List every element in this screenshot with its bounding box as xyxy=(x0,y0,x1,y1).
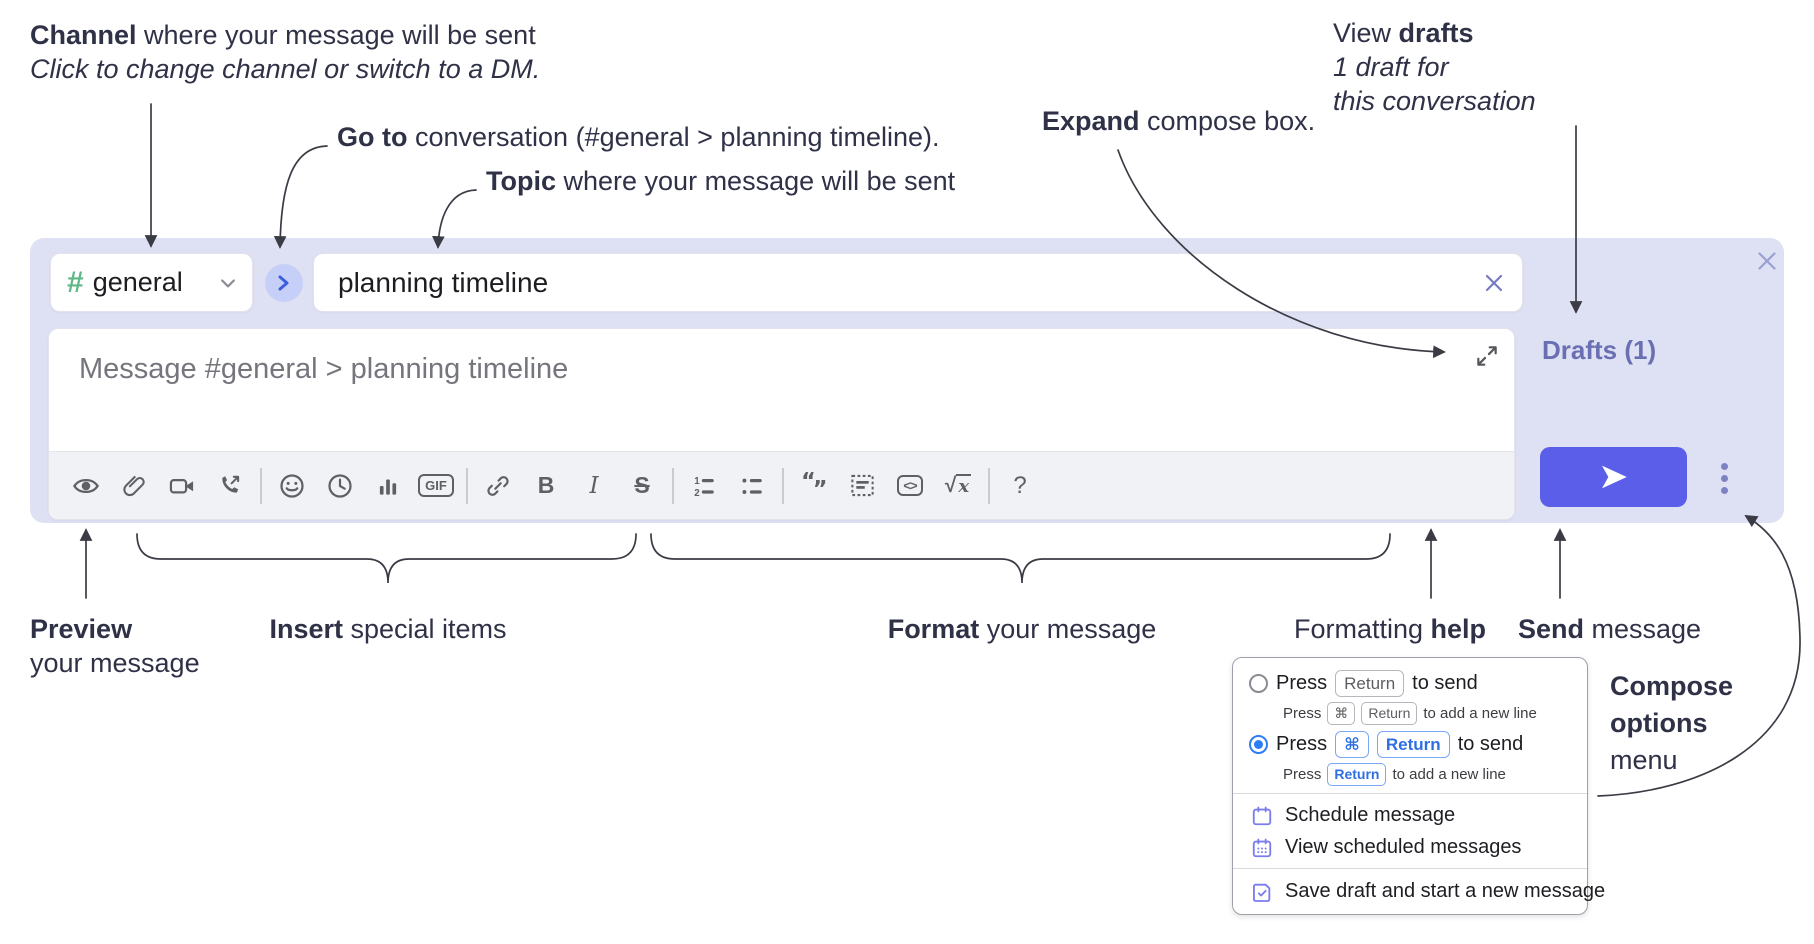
channel-name: general xyxy=(92,267,183,297)
topic-input[interactable] xyxy=(336,265,1482,300)
code-block-icon[interactable] xyxy=(838,462,886,510)
menu-item-save-draft[interactable]: Save draft and start a new message xyxy=(1251,880,1605,903)
gif-icon[interactable]: GIF xyxy=(412,462,460,510)
send-button[interactable] xyxy=(1540,447,1687,507)
annotation-send: Send message xyxy=(1518,614,1702,644)
compose-options-kebab-icon[interactable] xyxy=(1710,457,1738,499)
formula-icon[interactable]: √x xyxy=(944,473,972,497)
formatting-help-icon[interactable]: ? xyxy=(1013,471,1027,499)
italic-icon[interactable]: I xyxy=(589,472,599,499)
message-panel: GIF B I S 12 “” xyxy=(48,328,1515,520)
topic-field xyxy=(313,253,1523,312)
eye-icon[interactable] xyxy=(62,462,110,510)
video-camera-icon[interactable] xyxy=(158,462,206,510)
return-keycap: Return xyxy=(1327,763,1387,786)
paper-plane-icon xyxy=(1601,465,1627,489)
line-go-to xyxy=(273,145,328,249)
paperclip-icon[interactable] xyxy=(110,462,158,510)
annotation-go-to: Go to conversation (#general > planning … xyxy=(337,122,940,152)
toolbar-separator xyxy=(988,467,990,504)
annotation-preview: Preview your message xyxy=(30,614,200,678)
menu-divider xyxy=(1233,868,1587,869)
compose-box: # general xyxy=(30,238,1784,523)
menu-option-return-to-send[interactable]: Press Return to send xyxy=(1249,670,1478,697)
toolbar-separator xyxy=(466,467,468,504)
expand-compose-icon[interactable] xyxy=(1474,343,1500,369)
toolbar-separator xyxy=(260,467,262,504)
annotation-channel: Channel where your message will be sent … xyxy=(30,20,541,84)
message-input[interactable] xyxy=(49,329,1514,451)
blockquote-icon[interactable]: “” xyxy=(790,462,838,510)
radio-unselected[interactable] xyxy=(1249,674,1268,693)
clear-topic-icon[interactable] xyxy=(1482,271,1506,295)
svg-text:1: 1 xyxy=(694,475,700,486)
channel-hash-icon: # xyxy=(67,265,84,299)
toolbar-separator xyxy=(672,467,674,504)
calendar-grid-icon xyxy=(1252,838,1272,857)
menu-option-cmd-return-to-send[interactable]: Press ⌘ Return to send xyxy=(1249,731,1523,758)
go-to-conversation-button[interactable] xyxy=(265,264,303,302)
toolbar-separator xyxy=(782,467,784,504)
cmd-keycap: ⌘ xyxy=(1327,702,1356,725)
close-icon[interactable] xyxy=(1752,246,1782,276)
svg-text:“: “ xyxy=(801,472,816,494)
chevron-down-icon xyxy=(221,278,235,287)
brace-format xyxy=(650,533,1391,584)
calendar-icon xyxy=(1252,806,1272,825)
bulleted-list-icon[interactable] xyxy=(728,462,776,510)
cmd-keycap: ⌘ xyxy=(1335,731,1369,758)
strikethrough-icon[interactable]: S xyxy=(634,472,650,498)
phone-call-icon[interactable] xyxy=(206,462,254,510)
return-keycap: Return xyxy=(1376,731,1450,758)
menu-option-cmd-return-subtext: Press Return to add a new line xyxy=(1283,763,1506,786)
channel-selector[interactable]: # general xyxy=(50,253,253,312)
annotation-expand: Expand compose box. xyxy=(1042,106,1316,136)
annotation-formatting-help: Formatting help xyxy=(1293,614,1487,644)
smiley-icon[interactable] xyxy=(268,462,316,510)
code-icon[interactable]: <> xyxy=(886,462,934,510)
clock-icon[interactable] xyxy=(316,462,364,510)
draft-note-icon xyxy=(1253,883,1271,902)
radio-selected[interactable] xyxy=(1249,735,1268,754)
menu-item-view-scheduled-messages[interactable]: View scheduled messages xyxy=(1251,836,1521,859)
drafts-link[interactable]: Drafts (1) xyxy=(1542,335,1657,365)
brace-insert xyxy=(136,533,637,584)
annotation-format: Format your message xyxy=(887,614,1157,644)
annotation-insert: Insert special items xyxy=(269,614,507,644)
svg-text:”: ” xyxy=(813,476,828,500)
bold-icon[interactable]: B xyxy=(537,472,555,498)
return-keycap: Return xyxy=(1335,670,1405,697)
svg-text:2: 2 xyxy=(694,487,700,498)
menu-divider xyxy=(1233,793,1587,794)
annotation-view-drafts: View drafts 1 draft for this conversatio… xyxy=(1333,18,1536,116)
chevron-right-icon xyxy=(278,275,289,291)
return-keycap: Return xyxy=(1361,702,1418,725)
annotation-compose-options: Compose options menu xyxy=(1610,671,1734,775)
compose-options-menu: Press Return to send Press ⌘ Return to a… xyxy=(1232,657,1605,915)
menu-item-schedule-message[interactable]: Schedule message xyxy=(1251,804,1455,827)
annotation-topic: Topic where your message will be sent xyxy=(486,166,956,196)
link-icon[interactable] xyxy=(474,462,522,510)
menu-option-return-subtext: Press ⌘ Return to add a new line xyxy=(1283,702,1537,725)
bar-chart-icon[interactable] xyxy=(364,462,412,510)
